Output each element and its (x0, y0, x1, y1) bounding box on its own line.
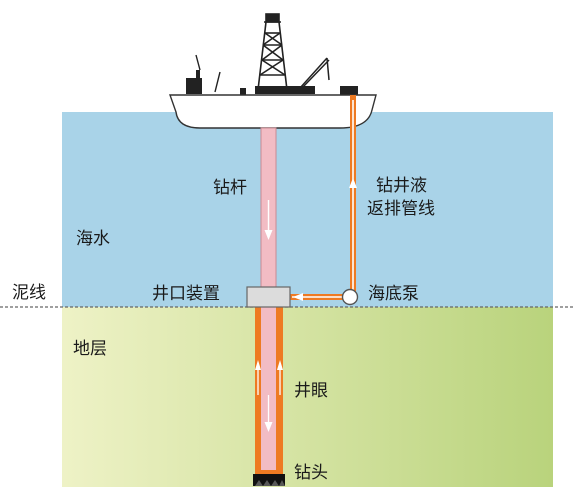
seawater-region (62, 112, 553, 307)
ship-hull (169, 94, 377, 129)
wellbore-label: 井眼 (294, 381, 328, 401)
upflow-arrow (277, 360, 283, 370)
wellhead-device (246, 286, 291, 308)
seawater-label: 海水 (76, 229, 110, 249)
drill-pipe (260, 127, 277, 291)
derrick (257, 13, 288, 91)
subsea-pump (341, 288, 359, 306)
return-line-label-line1: 钻井液 (376, 176, 427, 196)
return-line-label-line2: 返排管线 (367, 199, 435, 219)
crane (299, 57, 330, 89)
formation-region (62, 307, 553, 487)
upflow-arrow (255, 360, 261, 370)
downflow-arrow (264, 230, 273, 240)
drill-bit-label: 钻头 (294, 463, 328, 483)
wellhead-label: 井口装置 (152, 284, 220, 304)
drill-pipe-label: 钻杆 (213, 178, 247, 198)
formation-label: 地层 (73, 339, 107, 359)
downflow-arrow (264, 422, 273, 432)
drill-bit (253, 474, 285, 486)
wellbore (255, 305, 283, 475)
return-flow-arrow (293, 293, 303, 301)
return-flow-arrow (349, 178, 357, 188)
drillship (169, 13, 377, 129)
mudline-label: 泥线 (10, 283, 48, 305)
subsea-pump-label: 海底泵 (368, 284, 419, 304)
